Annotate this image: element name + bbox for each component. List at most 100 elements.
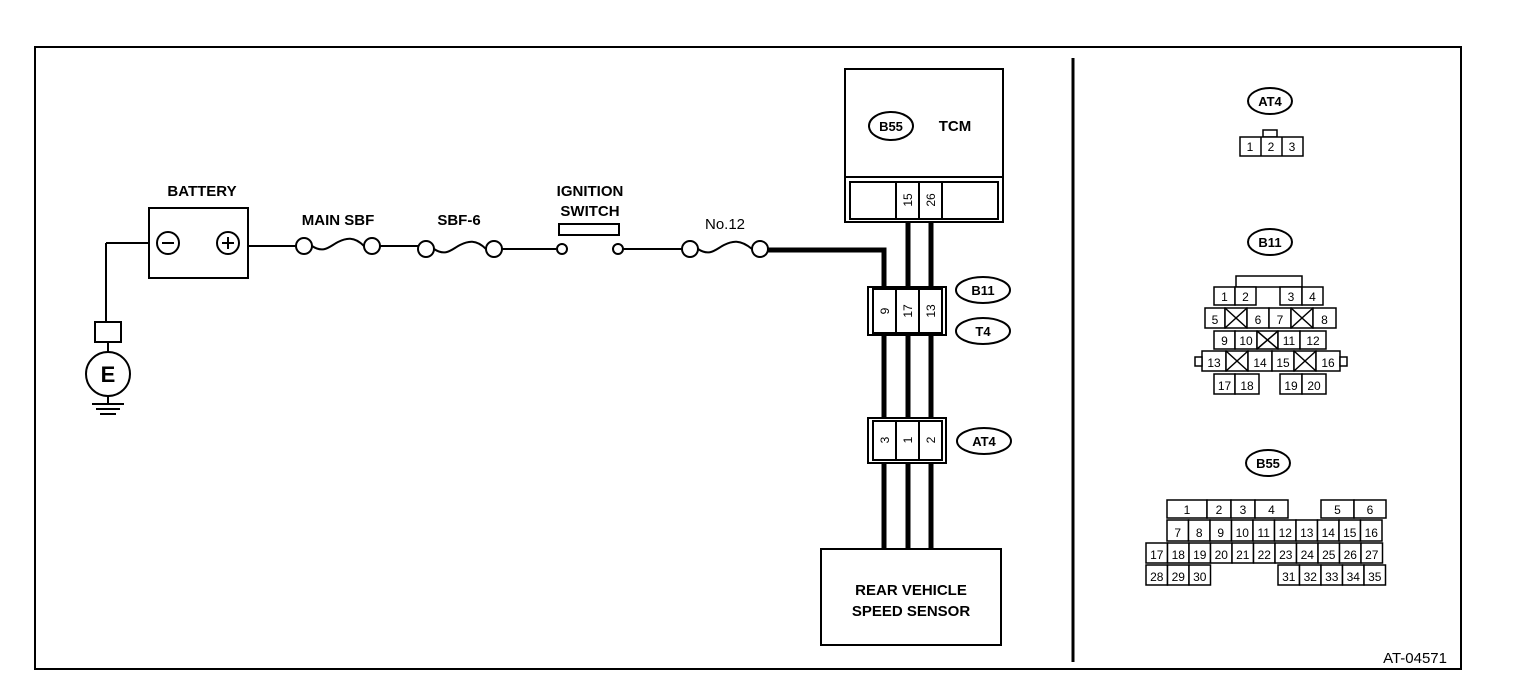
b55-pinout-pin: 6 (1367, 503, 1374, 517)
main-sbf-fuse: MAIN SBF (295, 212, 381, 255)
at4-pinout-tag: AT4 (1258, 94, 1282, 109)
ignition-switch: IGNITION SWITCH (556, 183, 624, 255)
sensor-label-1: REAR VEHICLE (855, 582, 967, 599)
b55-pinout-pin: 15 (1343, 526, 1357, 540)
b55-pinout-pin: 7 (1174, 526, 1181, 540)
b55-tcm-tag: B55 (879, 119, 903, 134)
b11-pinout-cell (1234, 286, 1257, 306)
main-sbf-label: MAIN SBF (302, 212, 375, 229)
b55-pinout-pin: 4 (1268, 503, 1275, 517)
b55-pinout-cell (1353, 499, 1387, 519)
b55-pinout-pin: 18 (1172, 548, 1186, 562)
tcm-label: TCM (939, 118, 972, 135)
b11-pinout-pin: 17 (1218, 379, 1232, 393)
tcm-pin-26: 26 (924, 193, 938, 207)
b55-pinout-pin: 25 (1322, 548, 1336, 562)
b55-pinout-tag: B55 (1256, 456, 1280, 471)
sbf6-fuse: SBF-6 (417, 212, 503, 258)
b55-pinout-pin: 31 (1282, 570, 1296, 584)
diagram-frame (34, 46, 1462, 670)
b55-pinout-pin: 23 (1279, 548, 1293, 562)
b55-pinout-pin: 17 (1150, 548, 1164, 562)
b55-pinout-cell (1360, 542, 1384, 564)
fuse-no12-label: No.12 (705, 216, 745, 233)
b11-tag: B11 (971, 283, 994, 298)
sbf6-label: SBF-6 (437, 212, 480, 229)
rear-speed-sensor: REAR VEHICLE SPEED SENSOR (820, 548, 1002, 646)
b11-pinout-cell (1312, 307, 1337, 329)
b11-pinout-cell (1299, 330, 1327, 350)
b55-pinout-pin: 24 (1301, 548, 1315, 562)
b11-pinout-tag: B11 (1258, 235, 1281, 250)
b55-pinout-pin: 27 (1365, 548, 1379, 562)
at4-pinout-3: 3 (1289, 140, 1296, 154)
tcm-pin-15: 15 (901, 193, 915, 207)
b11-pinout-pin: 4 (1309, 290, 1316, 304)
b55-pinout-pin: 8 (1196, 526, 1203, 540)
b11-pinout-pin: 6 (1255, 313, 1262, 327)
b11-pinout-cell (1301, 373, 1327, 395)
b11-pinout-pin: 18 (1240, 379, 1254, 393)
b11-pinout-pin: 13 (1207, 356, 1221, 370)
b55-pinout-cell (1188, 564, 1212, 586)
b55-pinout-cell (1254, 499, 1289, 519)
tcm-module: B55 TCM 15 26 (844, 68, 1004, 223)
battery-label: BATTERY (167, 183, 236, 200)
b11-pinout-pin: 16 (1321, 356, 1335, 370)
b55-pinout-pin: 29 (1172, 570, 1186, 584)
b11-pinout-cell (1234, 373, 1260, 395)
b55-pinout-pin: 22 (1258, 548, 1272, 562)
b55-pinout-pin: 19 (1193, 548, 1207, 562)
battery: BATTERY (148, 183, 249, 279)
b11-pin-17: 17 (901, 304, 915, 318)
b55-pinout-pin: 14 (1322, 526, 1336, 540)
at4-pinout-2: 2 (1268, 140, 1275, 154)
b55-pinout-pin: 5 (1334, 503, 1341, 517)
b55-pinout-pin: 12 (1279, 526, 1293, 540)
b55-pinout-pin: 21 (1236, 548, 1250, 562)
b55-pinout-pin: 11 (1258, 526, 1271, 540)
b55-pinout-cell (1363, 564, 1387, 586)
b55-pinout-pin: 20 (1215, 548, 1229, 562)
b11-pinout-pin: 20 (1307, 379, 1321, 393)
at4-pinout: AT4 1 2 3 (1239, 87, 1304, 157)
ground-symbol: E (85, 242, 150, 415)
b11-pinout-pin: 9 (1221, 334, 1228, 348)
at4-connector: 3 1 2 AT4 (867, 417, 1012, 464)
b11-pinout-pin: 3 (1288, 290, 1295, 304)
b11-pinout-cell (1301, 286, 1324, 306)
b55-pinout-pin: 16 (1365, 526, 1379, 540)
fuse-no12: No.12 (681, 216, 769, 258)
b11-pin-9: 9 (878, 307, 892, 314)
t4-tag: T4 (975, 324, 991, 339)
b11-pinout-pin: 12 (1306, 334, 1320, 348)
b55-pinout-pin: 34 (1347, 570, 1361, 584)
b55-pinout-pin: 2 (1216, 503, 1223, 517)
b55-pinout-pin: 26 (1344, 548, 1358, 562)
b11-pinout-pin: 1 (1221, 290, 1228, 304)
ignition-label-1: IGNITION (557, 183, 624, 200)
sensor-label-2: SPEED SENSOR (852, 603, 971, 620)
b11-pinout-pin: 2 (1242, 290, 1249, 304)
b55-pinout-pin: 28 (1150, 570, 1164, 584)
ignition-label-2: SWITCH (560, 203, 619, 220)
b55-pinout-pin: 1 (1184, 503, 1191, 517)
figure-code: AT-04571 (1383, 650, 1447, 667)
b11-pinout-pin: 11 (1283, 334, 1296, 348)
at4-tag: AT4 (972, 434, 996, 449)
at4-pin-2: 2 (924, 436, 938, 443)
at4-pin-1: 1 (901, 436, 915, 443)
b11-pinout-pin: 19 (1284, 379, 1298, 393)
b11-pinout-pin: 10 (1239, 334, 1253, 348)
b11-pinout-pin: 7 (1277, 313, 1284, 327)
b55-pinout-cell (1359, 519, 1383, 542)
b11-pin-13: 13 (924, 304, 938, 318)
b55-pinout-pin: 9 (1217, 526, 1224, 540)
b11-t4-connector: 9 17 13 B11 T4 (867, 276, 1011, 345)
b55-pinout-pin: 32 (1304, 570, 1318, 584)
b11-pinout-pin: 14 (1253, 356, 1267, 370)
b55-pinout-pin: 3 (1240, 503, 1247, 517)
